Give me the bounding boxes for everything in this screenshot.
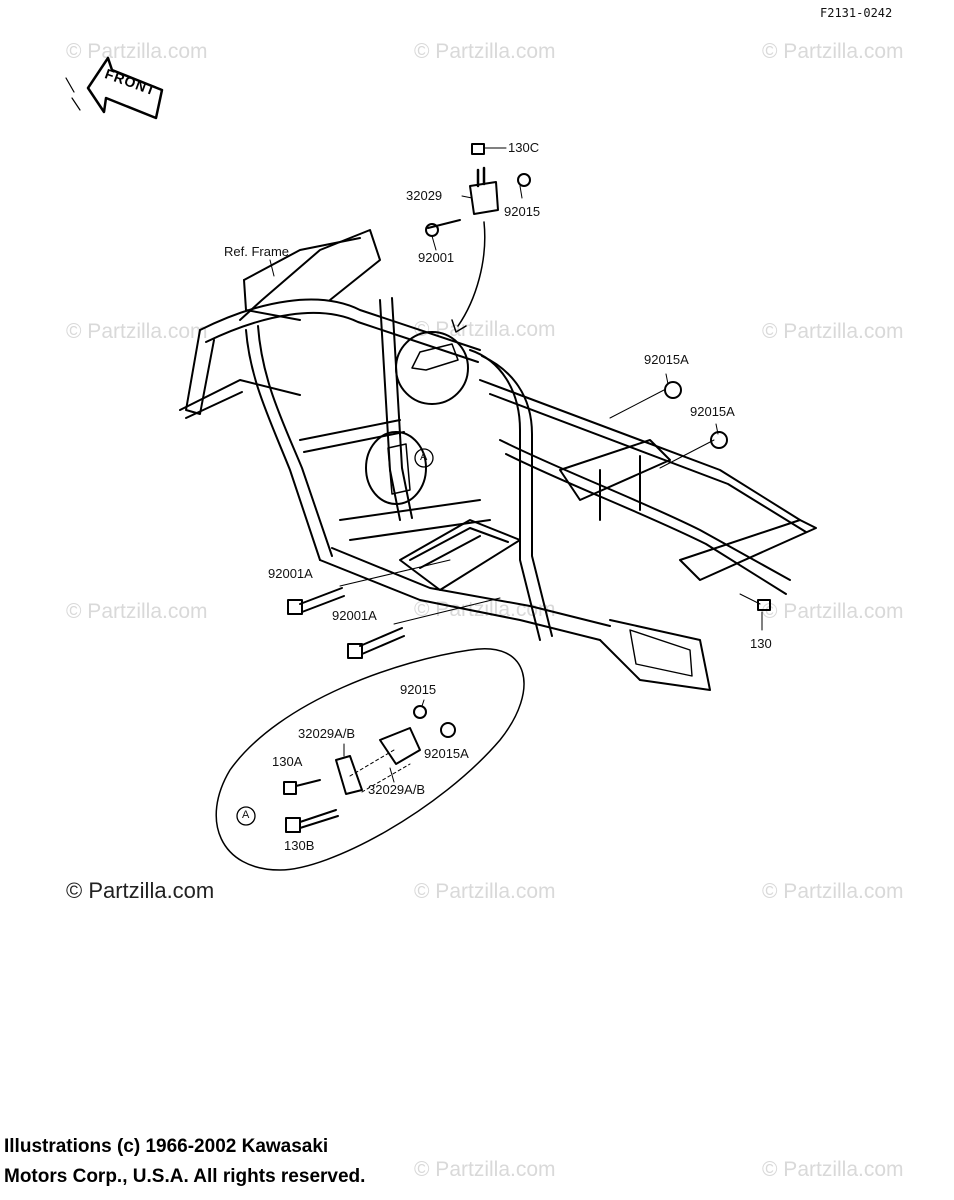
watermark: © Partzilla.com [414,1158,556,1181]
bolt-icon [287,587,345,615]
footer-credits: Illustrations (c) 1966-2002 Kawasaki Mot… [4,1132,365,1192]
part-label-92015a: 92015A [690,404,735,419]
watermark: © Partzilla.com [414,318,556,341]
part-label-92015a: 92015A [644,352,689,367]
part-label-92015a: 92015A [424,746,469,761]
copyright-partzilla: © Partzilla.com [66,878,215,903]
part-label-32029ab: 32029A/B [368,782,426,797]
part-label-130c: 130C [508,140,540,155]
watermark: © Partzilla.com [66,600,208,623]
watermark: © Partzilla.com [66,320,208,343]
part-label-92001a: 92001A [268,566,313,581]
part-label-32029: 32029 [406,188,443,203]
bolt-icon [347,627,405,659]
watermark: © Partzilla.com [762,880,904,903]
callout-marker: A [420,451,428,463]
part-label-92015: 92015 [400,682,437,697]
nut-icon [664,381,682,399]
footer-line-1: Illustrations (c) 1966-2002 Kawasaki [4,1136,329,1157]
part-label-92001: 92001 [418,250,455,265]
nut-icon [710,431,728,449]
watermark: © Partzilla.com [66,40,208,63]
callout-marker: A [242,809,250,821]
watermark: © Partzilla.com [414,40,556,63]
watermark: © Partzilla.com [414,880,556,903]
part-label-92001a: 92001A [332,608,377,623]
watermark: © Partzilla.com [762,1158,904,1181]
front-arrow-icon [65,56,164,120]
ref-frame-label: Ref. Frame [224,244,290,259]
part-label-32029ab: 32029A/B [298,726,356,741]
drawing-code: F2131-0242 [820,6,893,20]
bolt-icon [757,599,771,611]
watermark: © Partzilla.com [762,600,904,623]
part-label-130b: 130B [284,838,315,853]
watermark: © Partzilla.com [762,40,904,63]
part-label-130: 130 [750,636,772,651]
footer-line-2: Motors Corp., U.S.A. All rights reserved… [4,1166,366,1187]
watermark: © Partzilla.com [762,320,904,343]
part-label-130a: 130A [272,754,303,769]
part-label-92015: 92015 [504,204,541,219]
